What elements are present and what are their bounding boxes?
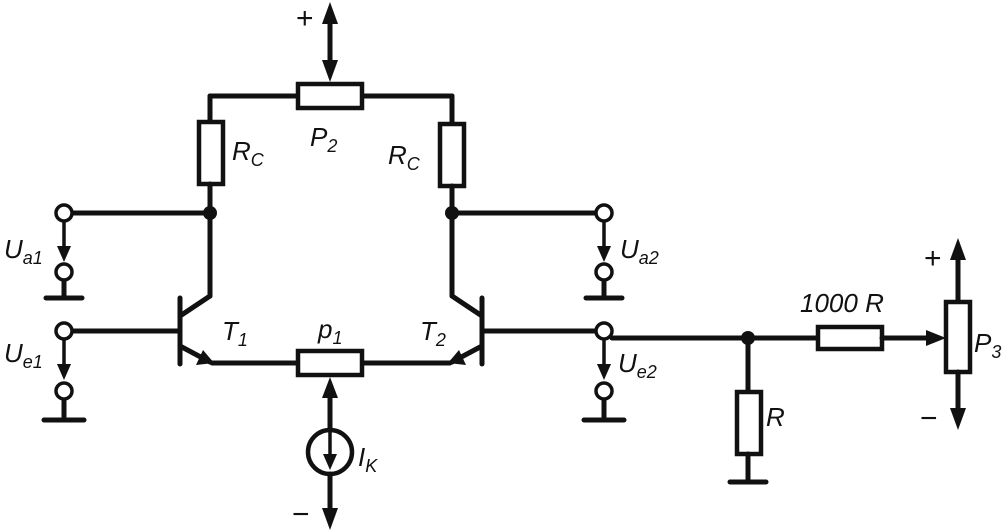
- p2-potentiometer: [295, 81, 365, 111]
- p3-plus-label: +: [924, 242, 942, 275]
- ua1-terminal-top: [54, 203, 74, 223]
- top-supply-arrow-down: [322, 60, 338, 82]
- p3-label: P3: [974, 328, 1001, 362]
- p3-minus-label: −: [920, 402, 938, 435]
- top-plus-label: +: [296, 2, 314, 35]
- r1000-label: 1000 R: [800, 288, 884, 318]
- ue1-terminal-top: [54, 321, 74, 341]
- bottom-minus-label: −: [292, 498, 310, 531]
- p3-wiper-arrow: [926, 330, 946, 346]
- p1-wiper-arrow: [322, 377, 338, 398]
- ue1-arrow-head: [57, 364, 71, 380]
- p2-label: P2: [310, 122, 337, 156]
- top-supply-arrow-up: [322, 2, 338, 24]
- ua2-terminal-top: [594, 203, 614, 223]
- rc-left-label: RC: [232, 136, 265, 170]
- r1000-resistor: [815, 324, 885, 352]
- p1-label: p1: [317, 314, 342, 348]
- ue2-label: Ue2: [618, 348, 657, 382]
- ua2-terminal-bottom: [594, 262, 614, 282]
- p1-potentiometer: [295, 348, 365, 378]
- t1-collector: [177, 293, 213, 319]
- ik-label: IK: [358, 442, 378, 476]
- p3-potentiometer: [943, 299, 973, 375]
- p3-plus-arrow: [950, 238, 966, 260]
- ua2-label: Ua2: [620, 234, 659, 268]
- t1-label: T1: [222, 316, 248, 350]
- rc-left-resistor: [196, 119, 226, 187]
- ue2-arrow-head: [597, 364, 611, 380]
- rc-right-resistor: [437, 121, 467, 189]
- t2-emitter-arrow: [448, 350, 466, 365]
- ua1-arrow-head: [57, 246, 71, 262]
- ue1-label: Ue1: [4, 338, 43, 372]
- ik-arrow-head: [323, 454, 337, 470]
- ue1-terminal-bottom: [54, 381, 74, 401]
- rc-right-label: RC: [388, 140, 421, 174]
- ue2-terminal-top: [594, 321, 614, 341]
- p3-minus-arrow: [950, 408, 966, 430]
- ua1-terminal-bottom: [54, 262, 74, 282]
- ua1-label: Ua1: [4, 234, 43, 268]
- ua2-arrow-head: [597, 246, 611, 262]
- ue2-terminal-bottom: [594, 381, 614, 401]
- t2-collector: [449, 293, 485, 319]
- r-resistor: [734, 389, 764, 457]
- t1-emitter-arrow: [196, 350, 214, 365]
- bottom-supply-arrow: [322, 508, 338, 530]
- r-label: R: [766, 402, 785, 432]
- t2-label: T2: [420, 316, 446, 350]
